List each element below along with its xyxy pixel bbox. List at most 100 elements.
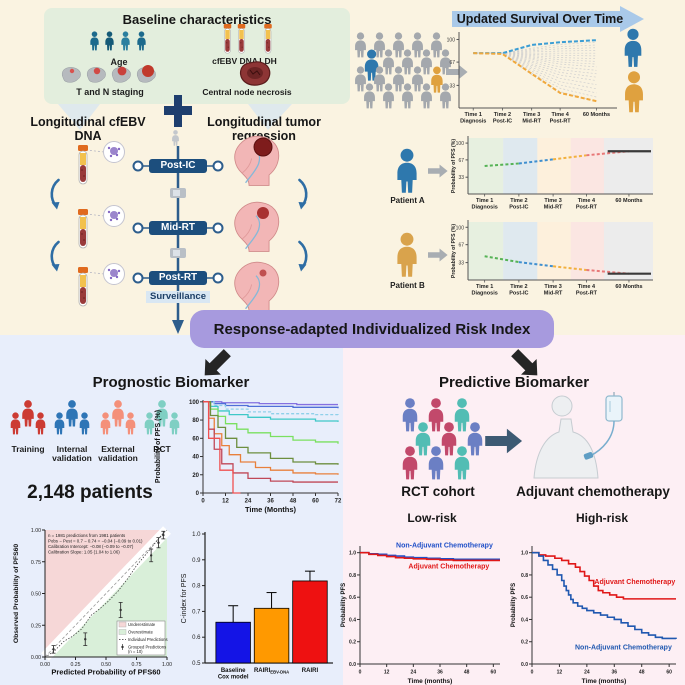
predictive-title: Predictive Biomarker xyxy=(438,374,590,391)
stage-mid-rt: Mid-RT xyxy=(149,221,207,235)
svg-text:67: 67 xyxy=(458,243,464,249)
svg-text:33: 33 xyxy=(449,83,455,89)
svg-text:48: 48 xyxy=(290,499,297,505)
crowd-person xyxy=(402,398,418,432)
svg-text:0.50: 0.50 xyxy=(101,662,111,668)
svg-text:60: 60 xyxy=(666,670,672,676)
svg-text:0.7: 0.7 xyxy=(192,609,201,615)
patient-b-icon xyxy=(397,232,417,277)
svg-text:100: 100 xyxy=(189,400,200,406)
fan-trajectory xyxy=(473,52,597,102)
y-axis-label: Observed Probability of PFS60 xyxy=(13,544,20,644)
svg-text:40: 40 xyxy=(192,455,199,461)
baseline-title: Baseline characteristics xyxy=(122,12,272,27)
svg-text:Grouped Predictions(n = 10): Grouped Predictions(n = 10) xyxy=(128,645,166,655)
cfebv-dna-label: cfEBV DNA xyxy=(212,56,258,66)
adjuvant-chemo-patient-icon xyxy=(533,392,623,479)
cohort-icons xyxy=(10,400,46,435)
svg-text:100: 100 xyxy=(447,37,456,43)
bar-2 xyxy=(292,580,328,664)
curved-arrow-right-2 xyxy=(297,240,308,272)
fan-trajectory xyxy=(473,52,597,90)
svg-text:Individual Predictions: Individual Predictions xyxy=(128,637,168,642)
svg-text:0.4: 0.4 xyxy=(521,617,528,623)
svg-text:33: 33 xyxy=(458,175,464,181)
tumor-head-1 xyxy=(233,135,280,187)
crowd-person xyxy=(431,32,442,58)
stage-segment-0 xyxy=(484,255,520,264)
curve-label: Non-Adjuvant Chemotherapy xyxy=(575,645,672,652)
ldh-tube-icon xyxy=(263,24,273,54)
calibration-chart: 0.000.000.250.250.500.500.750.751.001.00… xyxy=(13,526,172,677)
curve-label: Adjuvant Chemotherapy xyxy=(408,563,489,570)
svg-text:12: 12 xyxy=(222,499,229,505)
crowd-person xyxy=(431,66,443,93)
svg-text:0.25: 0.25 xyxy=(70,662,80,668)
baseline-panel xyxy=(44,8,350,104)
banner-arrow-right xyxy=(511,349,538,376)
svg-text:36: 36 xyxy=(437,670,443,676)
svg-text:0: 0 xyxy=(196,491,200,497)
patient-b-arrow xyxy=(428,248,448,262)
svg-text:60: 60 xyxy=(192,436,199,442)
y-axis-label: Probability of PFS (%) xyxy=(451,139,457,193)
band-0 xyxy=(468,222,504,280)
high-risk-title: High-risk xyxy=(575,511,628,525)
crowd-person xyxy=(454,446,470,480)
fan-trajectory xyxy=(473,52,597,98)
svg-text:0.9: 0.9 xyxy=(192,558,201,564)
cohort-training: Training xyxy=(6,400,50,454)
grouped-prediction-point xyxy=(52,648,55,651)
fan-trajectory xyxy=(473,52,597,68)
cfebv-sample-2 xyxy=(77,205,125,249)
band-4 xyxy=(603,222,653,280)
svg-text:67: 67 xyxy=(449,60,455,66)
svg-text:60: 60 xyxy=(491,670,497,676)
tumor-head-2 xyxy=(233,201,280,253)
svg-text:0: 0 xyxy=(359,670,362,676)
prognostic-title: Prognostic Biomarker xyxy=(92,374,250,391)
crowd-person xyxy=(402,49,413,75)
svg-text:12: 12 xyxy=(557,670,563,676)
grouped-prediction-point xyxy=(162,533,165,537)
scan-icon-2 xyxy=(170,248,186,258)
svg-text:100: 100 xyxy=(456,225,465,231)
km-curve-risk-group-5 xyxy=(203,401,339,444)
km-curve-non-adjuvant xyxy=(532,551,677,640)
updated-survival-title: Updated Survival Over Time xyxy=(456,12,624,26)
calibration-annotation: Pobs − Pest = 0.7 − 0.74 = −0.04 (−0.09 … xyxy=(48,539,143,544)
stage-segment-3 xyxy=(586,150,630,157)
km-curve-adjuvant xyxy=(360,551,500,562)
individual-predictions-curve xyxy=(47,531,165,657)
patient-count: 2,148 patients xyxy=(27,482,153,503)
calibration-annotation: Calibration Intercept: −0.08 (−0.09 to −… xyxy=(48,544,134,549)
cohort-internal-validation: Internal validation xyxy=(50,400,94,463)
cfebv-sample-3 xyxy=(77,263,125,307)
crowd-person xyxy=(355,32,366,58)
bar-label: RAIRIEBV-DNA xyxy=(254,668,289,675)
cohort-icons xyxy=(100,400,136,435)
svg-text:24: 24 xyxy=(245,499,252,505)
staging-icons xyxy=(61,65,156,83)
svg-text:72: 72 xyxy=(335,499,342,505)
calibration-annotation: Calibration Slope: 1.05 (1.04 to 1.06) xyxy=(48,550,120,555)
cohort-rct: RCT xyxy=(140,400,184,454)
cohort-label: Internal validation xyxy=(52,444,92,463)
stage-segment-2 xyxy=(552,154,587,161)
cfebv-dna-tubes-icon xyxy=(223,24,246,54)
svg-text:24: 24 xyxy=(584,670,590,676)
fan-trajectory xyxy=(473,52,597,75)
unfavorable-patient-icon xyxy=(625,71,643,113)
svg-text:0.6: 0.6 xyxy=(349,595,356,601)
fan-trajectory xyxy=(473,52,597,81)
patient-b-label: Patient B xyxy=(390,281,425,290)
y-axis-label: Probability of PFS (%) xyxy=(155,410,162,483)
km-curve-risk-group-6 xyxy=(203,401,339,465)
